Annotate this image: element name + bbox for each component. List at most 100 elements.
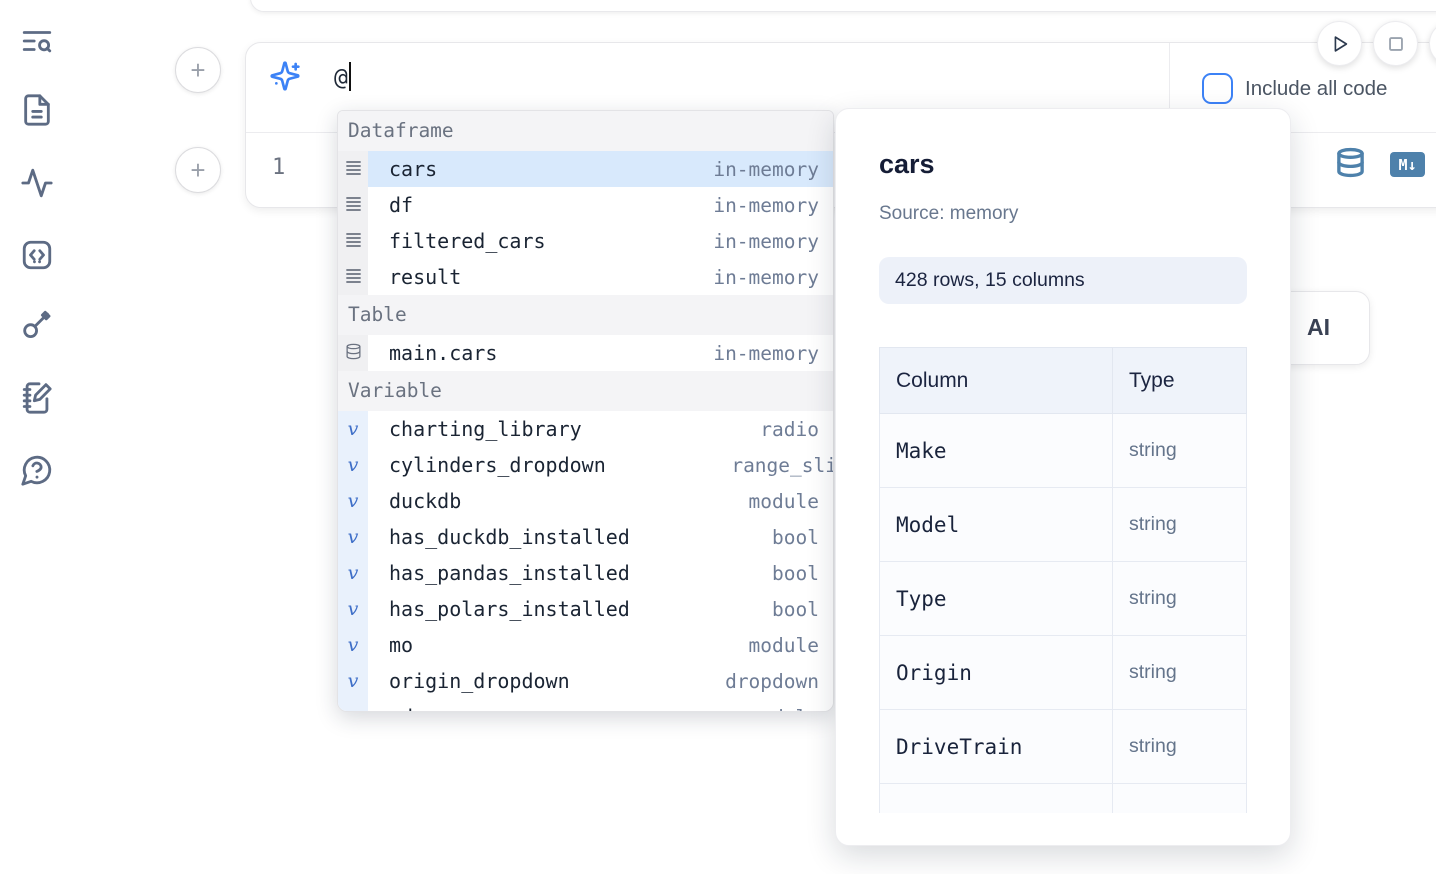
variable-v-icon: v [347,633,359,656]
stop-icon [1388,36,1403,51]
autocomplete-item-name: result [389,265,462,289]
play-icon [1334,35,1347,52]
include-all-code-checkbox[interactable] [1202,73,1233,104]
notebook-pen-icon[interactable] [20,381,54,415]
schema-column-type: string [1112,561,1247,636]
autocomplete-item-name: has_polars_installed [389,597,630,621]
autocomplete-item-gutter: v [338,411,368,447]
autocomplete-item-gutter: v [338,519,368,555]
variable-v-icon: v [347,561,359,584]
autocomplete-item-name: filtered_cars [389,229,546,253]
prompt-divider [1169,43,1170,133]
preview-title: cars [879,149,935,179]
autocomplete-item-gutter: v [338,627,368,663]
autocomplete-item[interactable]: cars in-memory [338,151,833,187]
add-cell-below-button[interactable]: + [175,147,221,193]
previous-cell [250,0,1436,12]
schema-column-header: Column [879,347,1113,414]
autocomplete-item-type: module [749,706,833,712]
autocomplete-section-header: Table [338,295,833,335]
autocomplete-item-name: mo [389,633,414,657]
preview-shape-badge: 428 rows, 15 columns [879,257,1247,304]
autocomplete-item[interactable]: v has_polars_installed bool [338,591,833,627]
autocomplete-item-gutter [338,259,368,295]
code-editor-row[interactable]: 1 M↓ [246,133,1436,208]
autocomplete-item-name: cars [389,157,438,181]
file-document-icon[interactable] [20,93,54,127]
include-all-code-label: Include all code [1245,76,1388,100]
help-chat-icon[interactable] [20,453,54,487]
table-database-icon [345,343,362,364]
autocomplete-item[interactable]: filtered_cars in-memory [338,223,833,259]
autocomplete-item-name: duckdb [389,489,462,513]
autocomplete-item-type: module [748,489,819,513]
autocomplete-item-name: pd [389,705,413,711]
schema-column-name: Origin [879,635,1113,710]
autocomplete-item-type: bool [772,525,819,549]
autocomplete-item[interactable]: v has_duckdb_installed bool [338,519,833,555]
autocomplete-item-type: in-memory [713,157,819,181]
variable-v-icon: v [347,417,359,440]
autocomplete-item[interactable]: v origin_dropdown dropdown [338,663,833,699]
activity-icon[interactable] [20,166,54,200]
autocomplete-item-type: in-memory [713,229,819,253]
dataframe-rows-icon [345,231,362,252]
autocomplete-item-gutter: v [338,447,368,483]
stop-cell-button[interactable] [1373,21,1418,66]
add-cell-above-button[interactable]: + [175,47,221,93]
line-number: 1 [272,155,286,180]
autocomplete-item[interactable]: v cylinders_dropdown range_sli [338,447,833,483]
code-snippets-icon[interactable] [20,238,54,272]
dataframe-rows-icon [345,195,362,216]
autocomplete-item-type: in-memory [713,193,819,217]
dataframe-rows-icon [345,159,362,180]
autocomplete-item-type: bool [772,597,819,621]
autocomplete-item-gutter [338,223,368,259]
autocomplete-item-gutter: v [338,555,368,591]
schema-row [879,783,1247,813]
autocomplete-item-name: has_pandas_installed [389,561,630,585]
database-icon[interactable] [1335,147,1366,178]
schema-column-type: string [1112,487,1247,562]
autocomplete-item-gutter [338,335,368,371]
variable-v-icon: v [347,453,359,476]
variable-v-icon: v [347,669,359,692]
key-icon[interactable] [20,308,54,342]
autocomplete-item-name: charting_library [389,417,582,441]
autocomplete-item-type: range_sli [731,453,833,477]
autocomplete-section-header: Dataframe [338,111,833,151]
autocomplete-item-type: dropdown [725,669,819,693]
ai-prompt-input[interactable]: @ [334,62,351,93]
autocomplete-item[interactable]: v pd module [338,699,833,712]
autocomplete-item-gutter: v [338,483,368,519]
autocomplete-item-gutter: v [338,591,368,627]
autocomplete-item-name: cylinders_dropdown [389,453,606,477]
variable-v-icon: v [347,597,359,620]
schema-column-name: Model [879,487,1113,562]
text-search-icon[interactable] [20,24,54,58]
run-cell-button[interactable] [1317,21,1362,66]
schema-column-name: Type [879,561,1113,636]
schema-column-name: DriveTrain [879,709,1113,784]
markdown-icon[interactable]: M↓ [1390,152,1425,177]
autocomplete-item-name: origin_dropdown [389,669,570,693]
autocomplete-item-gutter [338,187,368,223]
schema-column-type: string [1112,635,1247,710]
dataframe-rows-icon [345,267,362,288]
autocomplete-item-name: has_duckdb_installed [389,525,630,549]
autocomplete-item-gutter: v [338,699,368,711]
variable-v-icon: v [347,525,359,548]
schema-column-type [1112,783,1247,813]
